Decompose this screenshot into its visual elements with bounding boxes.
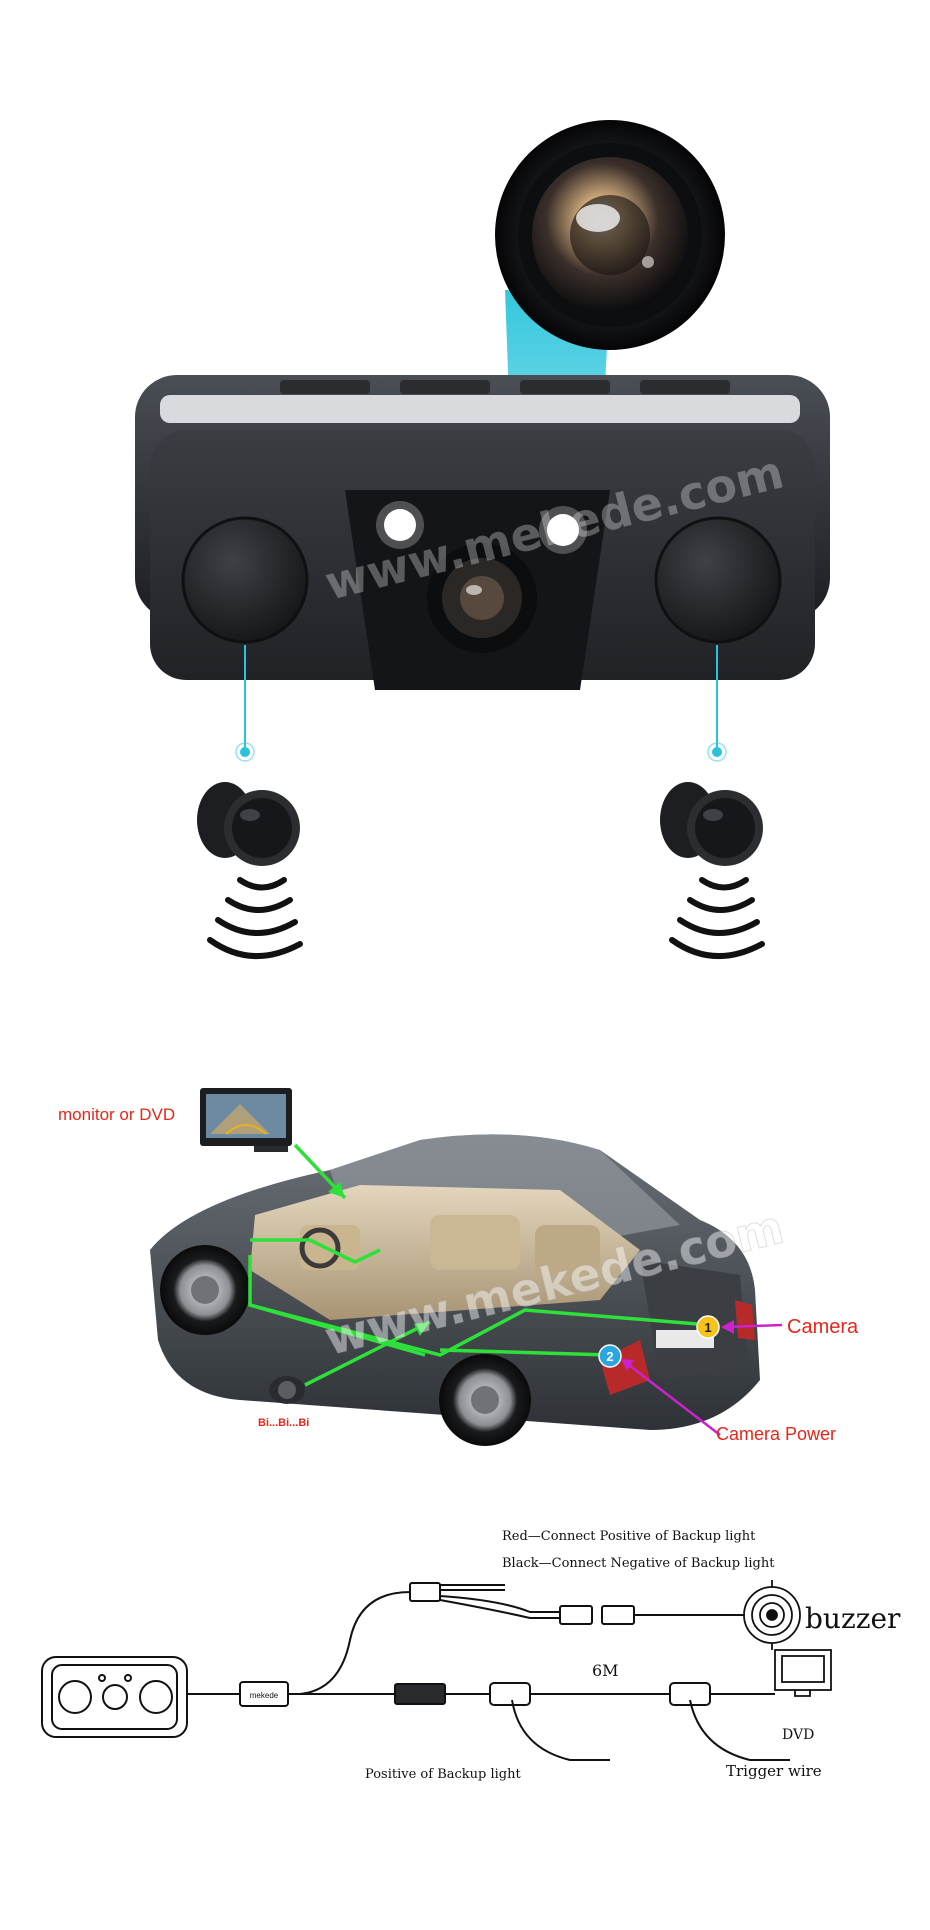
svg-text:1: 1 — [704, 1320, 711, 1335]
camera-marker: 1 — [696, 1315, 720, 1339]
buzzer-sound-label: Bi...Bi...Bi — [258, 1417, 309, 1429]
monitor-label: monitor or DVD — [58, 1105, 175, 1124]
wiring-paths — [248, 1143, 711, 1387]
cable-lines — [187, 1582, 790, 1761]
svg-text:2: 2 — [606, 1349, 613, 1364]
parking-sensor-left-icon — [197, 782, 300, 866]
black-wire-label: Black—Connect Negative of Backup light — [502, 1556, 775, 1571]
left-sensor-icon — [181, 516, 309, 644]
label-pointers — [621, 1320, 783, 1436]
sound-wave-left-icon — [207, 877, 303, 960]
wiring-diagram-section: Red—Connect Positive of Backup light Bla… — [41, 1529, 901, 1782]
dvd-label: DVD — [782, 1727, 814, 1743]
connector-tag: mekede — [250, 1691, 279, 1700]
dvd-icon — [774, 1649, 832, 1697]
buzzer-label: buzzer — [805, 1602, 901, 1635]
led-light-icon — [376, 501, 587, 554]
right-sensor-icon — [654, 516, 782, 644]
cable-length-label: 6M — [592, 1661, 619, 1680]
sensor-leader-lines — [235, 645, 727, 762]
camera-power-marker: 2 — [598, 1344, 622, 1368]
monitor-icon — [200, 1088, 292, 1152]
camera-body — [135, 375, 830, 690]
camera-product-section: www.mekede.com — [135, 120, 830, 960]
camera-label: Camera — [787, 1316, 859, 1338]
camera-lens-icon — [427, 543, 537, 653]
rear-wheel-icon — [439, 1354, 531, 1446]
sound-wave-right-icon — [669, 877, 765, 960]
parking-sensor-right-icon — [660, 782, 763, 866]
camera-outline-icon — [41, 1656, 188, 1738]
positive-backup-label: Positive of Backup light — [365, 1767, 521, 1782]
lens-closeup-icon — [495, 120, 725, 350]
buzzer-icon — [269, 1376, 305, 1404]
buzzer-disc-icon — [743, 1580, 801, 1650]
front-wheel-icon — [160, 1245, 250, 1335]
camera-power-label: Camera Power — [716, 1424, 836, 1444]
car-installation-section: monitor or DVD — [58, 1088, 859, 1446]
red-wire-label: Red—Connect Positive of Backup light — [502, 1529, 756, 1544]
trigger-wire-label: Trigger wire — [726, 1762, 822, 1780]
